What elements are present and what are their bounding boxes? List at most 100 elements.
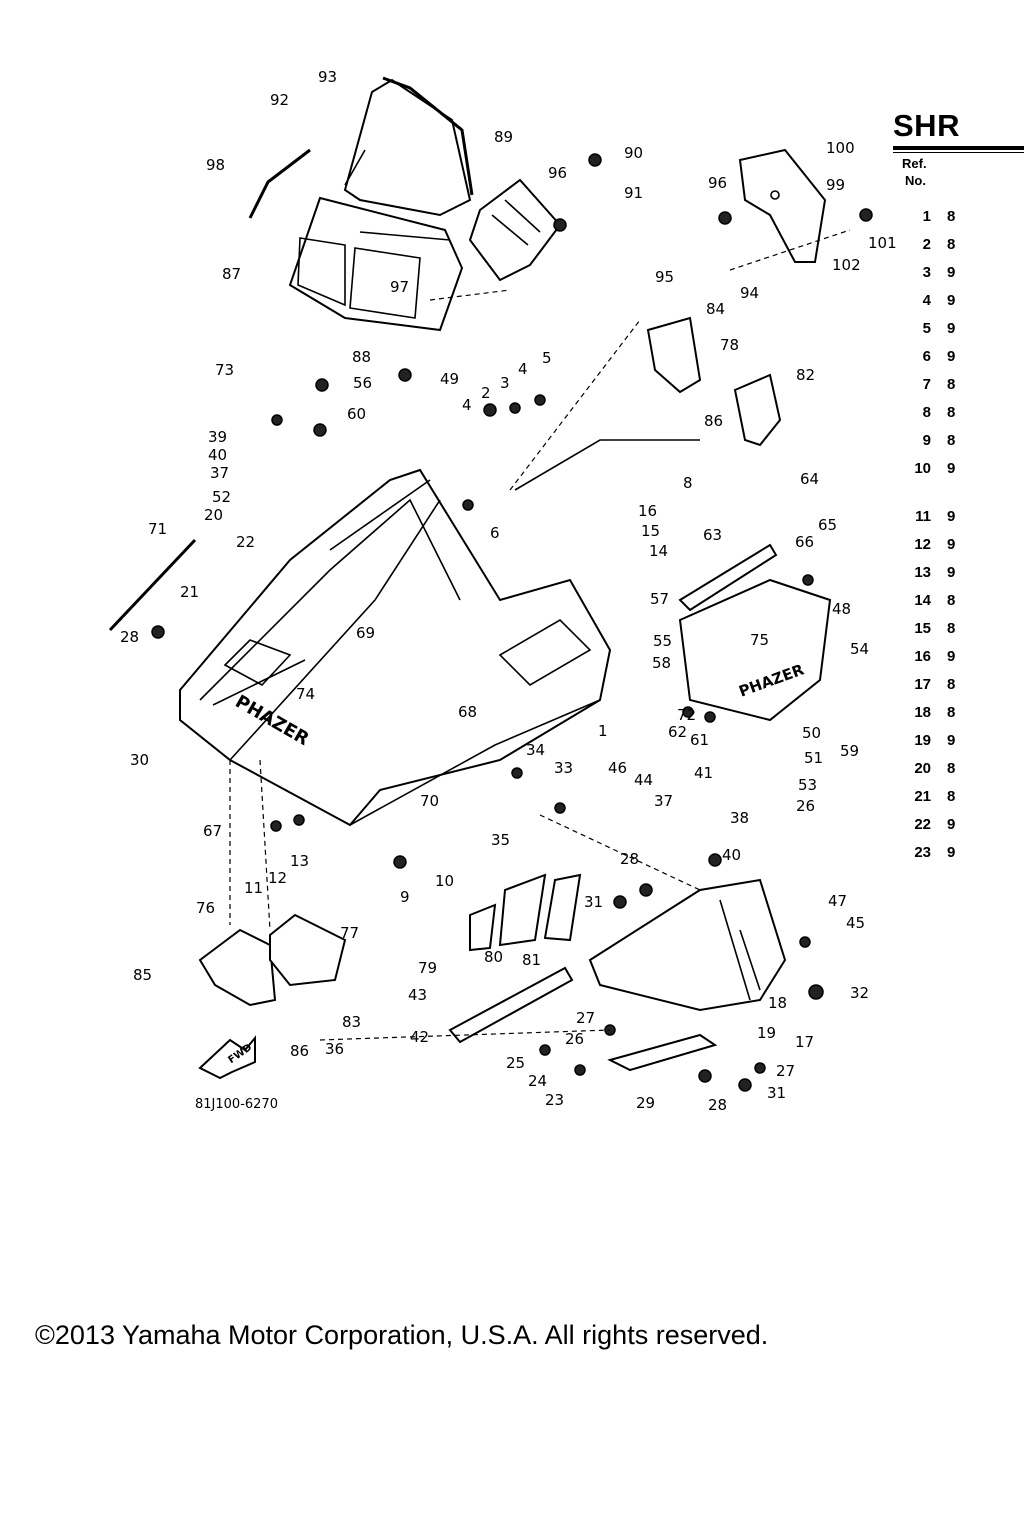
part-code: 9 xyxy=(947,508,956,525)
callout: 47 xyxy=(828,892,847,910)
callout: 95 xyxy=(655,268,674,286)
callout: 67 xyxy=(203,822,222,840)
callout-labels: 1 2 3 4 4 5 6 8 9 10 11 12 13 14 15 16 1… xyxy=(120,68,897,1114)
windshield xyxy=(343,76,474,217)
part-code: 9 xyxy=(947,536,956,553)
callout: 1 xyxy=(598,722,608,740)
callout: 46 xyxy=(608,759,627,777)
callout: 53 xyxy=(798,776,817,794)
callout: 28 xyxy=(708,1096,727,1114)
callout: 48 xyxy=(832,600,851,618)
callout: 55 xyxy=(653,632,672,650)
callout: 54 xyxy=(850,640,869,658)
ref-number: 7 xyxy=(922,376,931,393)
callout: 19 xyxy=(757,1024,776,1042)
callout: 26 xyxy=(796,797,815,815)
part-code: 9 xyxy=(947,564,956,581)
rod-71 xyxy=(108,538,197,632)
callout: 63 xyxy=(703,526,722,544)
callout: 37 xyxy=(210,464,229,482)
callout: 75 xyxy=(750,631,769,649)
panel-78 xyxy=(646,316,702,394)
callout: 64 xyxy=(800,470,819,488)
part-code: 8 xyxy=(947,208,956,225)
callout: 80 xyxy=(484,948,503,966)
callout: 12 xyxy=(268,869,287,887)
callout: 86 xyxy=(290,1042,309,1060)
callout: 81 xyxy=(522,951,541,969)
cable-8 xyxy=(514,439,700,491)
side-panel-48: PHAZER xyxy=(678,578,832,722)
callout: 86 xyxy=(704,412,723,430)
callout: 57 xyxy=(650,590,669,608)
part-code: 9 xyxy=(947,320,956,337)
callout: 31 xyxy=(767,1084,786,1102)
part-code: 9 xyxy=(947,816,956,833)
callout: 82 xyxy=(796,366,815,384)
ref-number: 8 xyxy=(922,404,931,421)
callout: 39 xyxy=(208,428,227,446)
panel-77 xyxy=(269,913,347,987)
callout: 4 xyxy=(518,360,528,378)
callout: 40 xyxy=(722,846,741,864)
part-code: 8 xyxy=(947,704,956,721)
callout: 41 xyxy=(694,764,713,782)
callout: 33 xyxy=(554,759,573,777)
diagram-code: 81J100-6270 xyxy=(195,1097,278,1112)
strip-63 xyxy=(678,543,778,612)
callout: 27 xyxy=(576,1009,595,1027)
column-header-ref: Ref. xyxy=(902,156,927,171)
callout: 23 xyxy=(545,1091,564,1109)
callout: 45 xyxy=(846,914,865,932)
panel-82 xyxy=(733,373,782,447)
callout: 68 xyxy=(458,703,477,721)
ref-number: 5 xyxy=(922,320,931,337)
callout: 79 xyxy=(418,959,437,977)
ref-number: 21 xyxy=(914,788,931,805)
callout: 78 xyxy=(720,336,739,354)
callout: 84 xyxy=(706,300,725,318)
ref-number: 19 xyxy=(914,732,931,749)
callout: 99 xyxy=(826,176,845,194)
callout: 74 xyxy=(296,685,315,703)
callout: 15 xyxy=(641,522,660,540)
callout: 4 xyxy=(462,396,472,414)
ref-number: 20 xyxy=(914,760,931,777)
column-header-no: No. xyxy=(905,173,926,188)
callout: 22 xyxy=(236,533,255,551)
fwd-arrow: FWD xyxy=(198,1035,256,1080)
callout: 13 xyxy=(290,852,309,870)
callout: 37 xyxy=(654,792,673,810)
trim-strip-98 xyxy=(248,148,311,219)
ref-number: 13 xyxy=(914,564,931,581)
parts-table-title: SHR xyxy=(893,108,960,143)
part-code: 8 xyxy=(947,236,956,253)
ref-number: 1 xyxy=(922,208,931,225)
callout: 87 xyxy=(222,265,241,283)
callout: 73 xyxy=(215,361,234,379)
callout: 72 xyxy=(677,706,696,724)
callout: 42 xyxy=(410,1028,429,1046)
panel-76 xyxy=(198,928,277,1007)
headlight-housing xyxy=(288,196,464,332)
callout: 98 xyxy=(206,156,225,174)
callout: 96 xyxy=(708,174,727,192)
callout: 77 xyxy=(340,924,359,942)
callout: 90 xyxy=(624,144,643,162)
vent-81 xyxy=(543,873,582,942)
ref-number: 17 xyxy=(914,676,931,693)
callout: 17 xyxy=(795,1033,814,1051)
callout: 83 xyxy=(342,1013,361,1031)
callout: 35 xyxy=(491,831,510,849)
callout: 59 xyxy=(840,742,859,760)
callout: 66 xyxy=(795,533,814,551)
callout: 29 xyxy=(636,1094,655,1112)
divider xyxy=(893,146,1024,150)
